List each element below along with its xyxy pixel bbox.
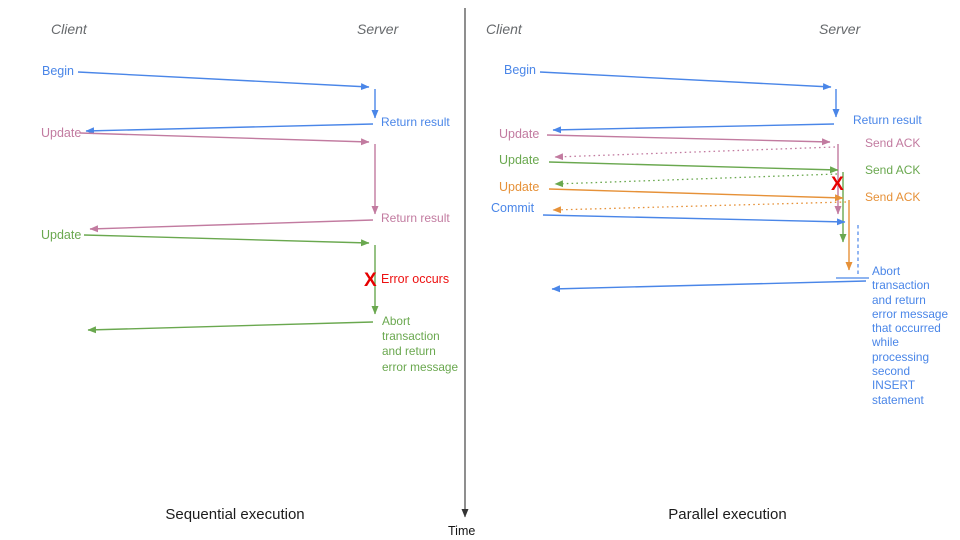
par-abort-message: Abort transaction and return error messa… — [872, 264, 949, 407]
par-send-ack-3-label: Send ACK — [865, 190, 921, 204]
seq-update-2-label: Update — [41, 228, 82, 242]
seq-return-result-2-label: Return result — [381, 211, 450, 225]
par-client-header: Client — [486, 21, 522, 37]
par-commit-request-arrow — [542, 214, 846, 226]
par-update2-request-arrow — [548, 161, 839, 174]
seq-return-result-1-label: Return result — [381, 115, 450, 129]
par-begin-label: Begin — [504, 63, 536, 77]
seq-title: Sequential execution — [165, 506, 305, 523]
time-axis-label: Time — [448, 524, 476, 538]
seq-begin-request-arrow — [77, 71, 370, 91]
par-update3-request-arrow — [548, 188, 844, 202]
par-abort-return-arrow — [551, 280, 867, 293]
par-update1-ack-arrow — [554, 146, 836, 161]
par-error-x-icon: X — [831, 174, 844, 195]
par-update2-ack-arrow — [554, 173, 838, 188]
seq-update1-request-arrow — [79, 132, 370, 146]
par-update-3-label: Update — [499, 180, 540, 194]
seq-abort-return-arrow — [87, 321, 374, 334]
par-update-2-label: Update — [499, 153, 540, 167]
par-return-result-label: Return result — [853, 113, 922, 127]
seq-update2-request-arrow — [83, 234, 370, 247]
seq-client-header: Client — [51, 21, 87, 37]
seq-update1-return-arrow — [89, 219, 374, 233]
par-server-header: Server — [819, 21, 861, 37]
par-commit-label: Commit — [491, 201, 535, 215]
seq-update-1-label: Update — [41, 126, 82, 140]
seq-begin-return-arrow — [85, 123, 374, 135]
par-title: Parallel execution — [668, 506, 787, 523]
par-update1-request-arrow — [546, 134, 831, 146]
seq-abort-message: Abort transaction and return error messa… — [382, 314, 459, 374]
par-update-1-label: Update — [499, 127, 540, 141]
seq-error-x-icon: X — [364, 270, 377, 291]
par-begin-request-arrow — [539, 71, 832, 91]
seq-server-header: Server — [357, 21, 399, 37]
par-send-ack-2-label: Send ACK — [865, 163, 921, 177]
seq-error-label: Error occurs — [381, 272, 450, 286]
par-update3-ack-arrow — [552, 201, 847, 214]
seq-begin-label: Begin — [42, 64, 74, 78]
par-send-ack-1-label: Send ACK — [865, 136, 921, 150]
par-begin-return-arrow — [552, 123, 835, 134]
